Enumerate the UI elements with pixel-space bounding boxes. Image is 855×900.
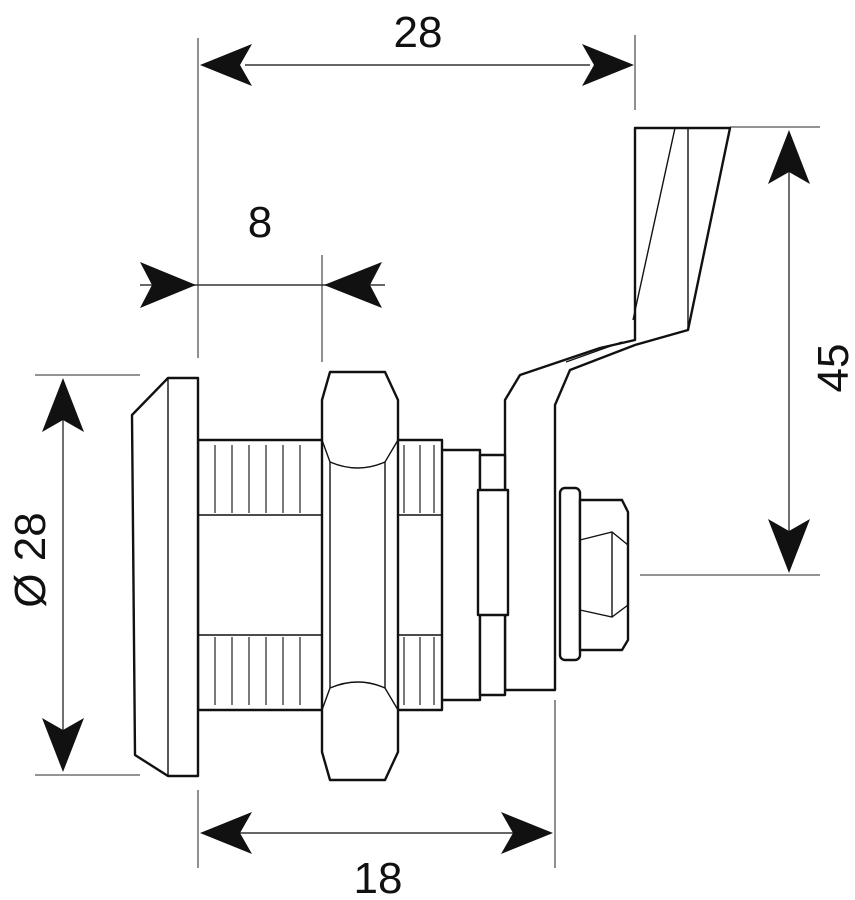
- thread-hatch-bottom: [214, 637, 435, 705]
- dimension-offset: 8: [140, 198, 385, 308]
- dimension-diameter: Ø 28: [6, 378, 84, 772]
- dimension-label-28-top: 28: [394, 8, 443, 57]
- arrow-right-icon: [501, 812, 553, 854]
- arrow-up-icon: [42, 378, 84, 432]
- cam-block: [438, 448, 510, 702]
- cam-lever: [503, 126, 732, 692]
- arrow-right-icon: [582, 44, 634, 86]
- dimension-overall-width: 28: [200, 8, 634, 86]
- arrow-up-icon: [768, 130, 810, 184]
- spindle-nut: [578, 498, 630, 652]
- lock-head-flange: [130, 376, 200, 778]
- spindle-washer: [558, 486, 582, 662]
- arrow-left-icon: [200, 44, 252, 86]
- arrow-right-icon: [140, 262, 196, 308]
- threaded-barrel: [196, 438, 444, 712]
- hex-nut: [320, 370, 400, 782]
- dimension-label-45: 45: [809, 344, 855, 393]
- arrow-down-icon: [42, 718, 84, 772]
- dimension-lever-height: 45: [768, 130, 855, 573]
- dimension-body-length: 18: [200, 812, 553, 900]
- arrow-left-icon: [324, 262, 382, 308]
- thread-hatch-top: [214, 445, 435, 513]
- arrow-left-icon: [200, 812, 252, 854]
- arrow-down-icon: [768, 519, 810, 573]
- dimension-label-8: 8: [248, 198, 272, 247]
- extension-lines: [35, 35, 820, 868]
- dimension-label-18: 18: [354, 854, 403, 900]
- dimension-label-diameter: Ø 28: [6, 512, 55, 607]
